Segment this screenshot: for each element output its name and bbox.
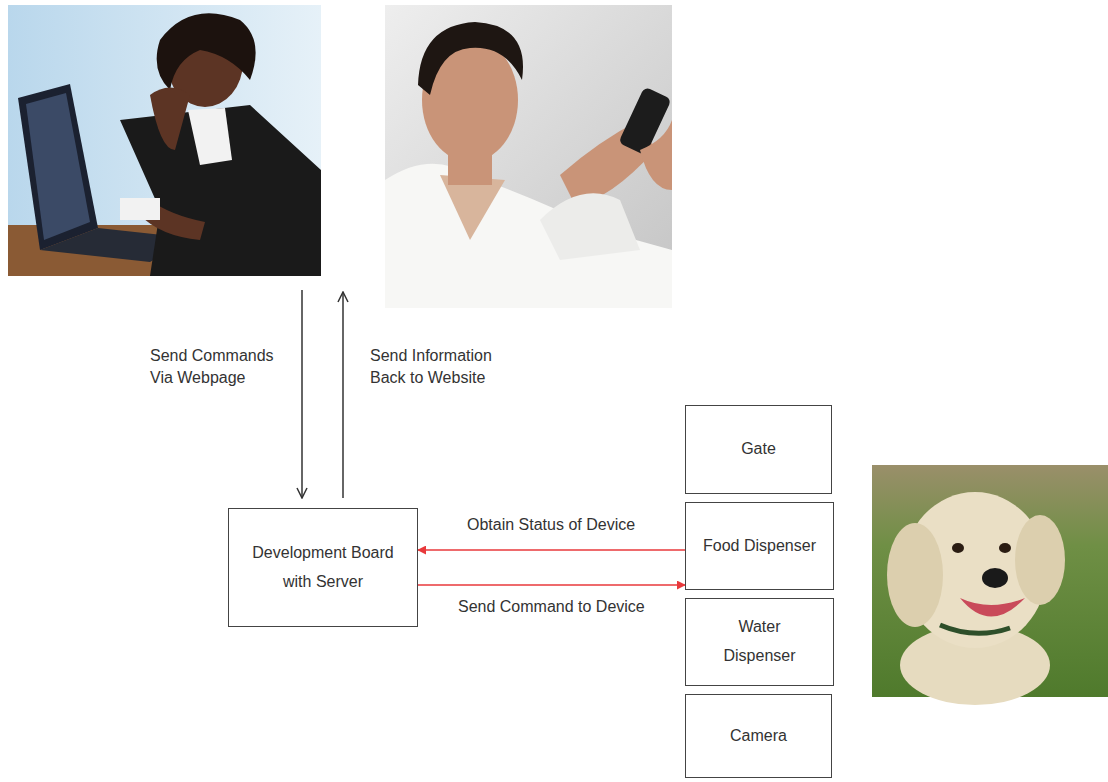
dog-photo-part [887, 523, 943, 627]
dog-photo [872, 465, 1108, 705]
man-phone-photo [385, 5, 672, 308]
connector-label: Obtain Status of Device [464, 515, 638, 536]
box-label: Water Dispenser [702, 613, 817, 671]
woman-laptop-photo-part [8, 5, 321, 276]
dog-photo-part [982, 568, 1008, 588]
arrow-label: Send Information Back to Website [370, 345, 508, 390]
man-phone-photo-part [385, 164, 672, 308]
dog-photo-part [1015, 515, 1065, 605]
woman-laptop-photo-part [26, 93, 90, 240]
woman-laptop-photo-part [120, 105, 321, 276]
connector-label: Send Command to Device [455, 597, 648, 618]
woman-laptop-photo-part [120, 198, 160, 220]
woman-laptop-photo [8, 5, 321, 276]
arrow-label: Send Commands Via Webpage [150, 345, 282, 390]
box-label: Food Dispenser [703, 532, 816, 561]
server-box: Development Board with Server [228, 508, 418, 627]
man-phone-photo-part [640, 120, 672, 190]
woman-laptop-photo-part [188, 108, 232, 165]
device-box: Water Dispenser [685, 598, 834, 686]
man-phone-photo-part [385, 5, 672, 308]
dog-photo-part [952, 543, 964, 553]
woman-laptop-photo-part [18, 84, 98, 250]
box-label: Camera [730, 722, 787, 751]
box-label: Gate [741, 435, 776, 464]
woman-laptop-photo-part [150, 88, 190, 151]
device-box: Camera [685, 694, 832, 778]
signal-arrow [418, 584, 685, 586]
man-phone-photo-part [540, 193, 640, 260]
device-box: Food Dispenser [685, 502, 834, 590]
user-arrows [302, 290, 343, 498]
signal-arrow [418, 549, 685, 551]
man-phone-photo-part [418, 22, 523, 95]
user-arrows-part [342, 292, 344, 498]
woman-laptop-photo-part [157, 13, 256, 90]
dog-photo-part [940, 625, 1010, 633]
man-phone-photo-part [448, 150, 492, 185]
device-box: Gate [685, 405, 832, 494]
box-label: Development Board with Server [245, 539, 401, 597]
dog-photo-part [960, 598, 1025, 617]
dog-photo-part [999, 543, 1011, 553]
user-arrows-part [301, 290, 303, 498]
